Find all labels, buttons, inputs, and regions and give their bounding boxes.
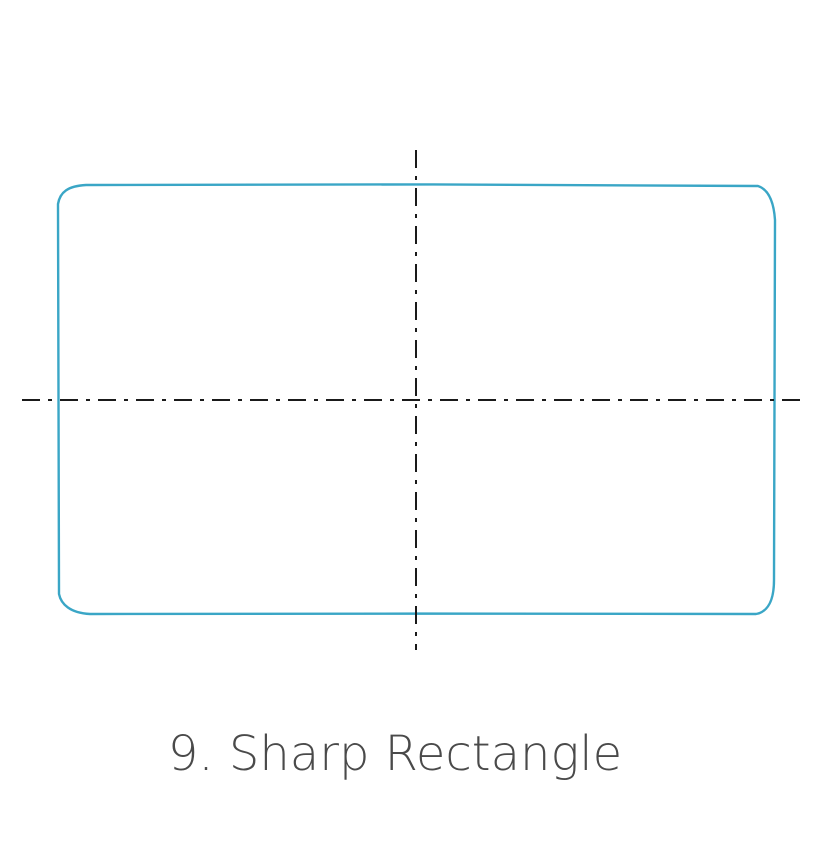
figure-caption: 9. Sharp Rectangle — [167, 726, 623, 782]
rectangle-outline — [56, 183, 777, 616]
